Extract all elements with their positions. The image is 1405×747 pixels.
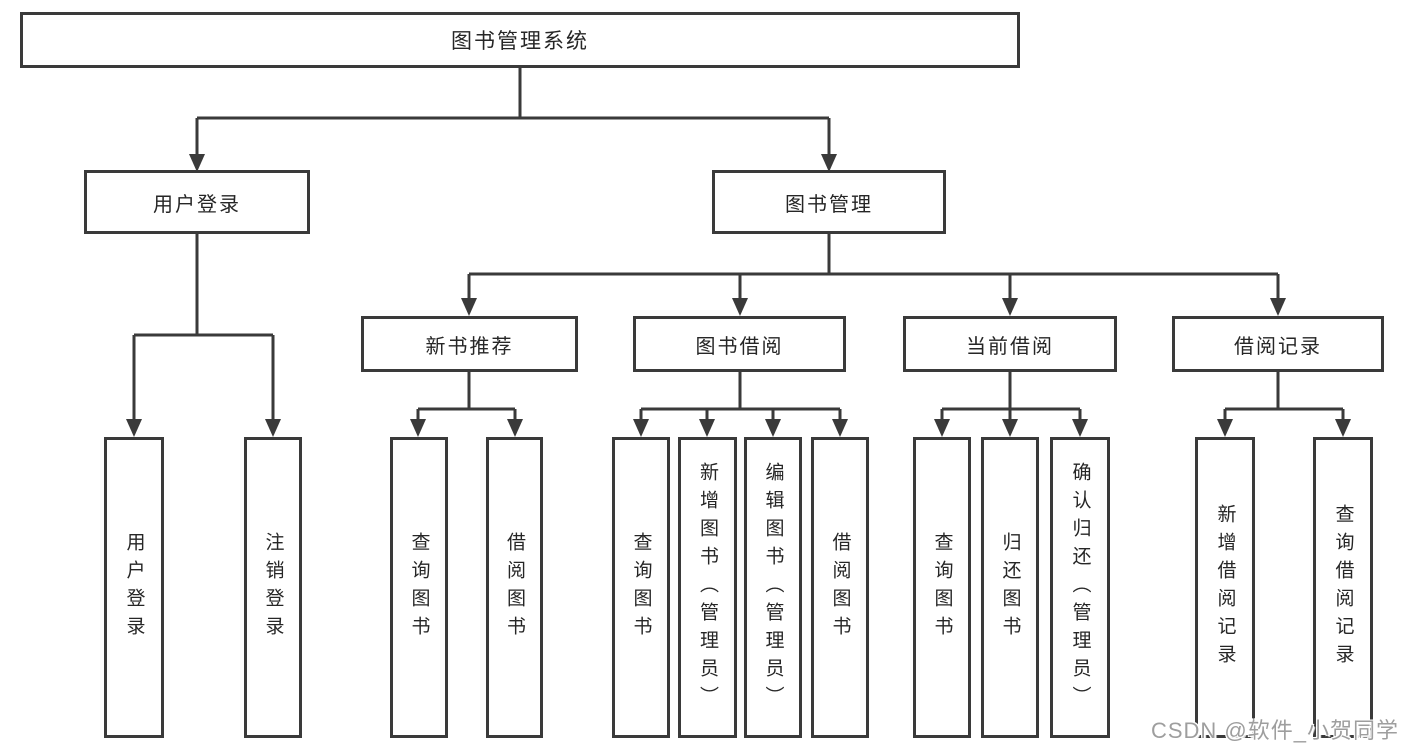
csdn-watermark: CSDN @软件_小贺同学: [1150, 718, 1399, 743]
node-label: 借阅图书: [504, 531, 525, 644]
arrowhead: [699, 419, 715, 437]
node-library-management-system: 图书管理系统: [20, 12, 1020, 68]
arrowhead: [832, 419, 848, 437]
node-borrowing-add-books-admin: 新增图书（管理员）: [678, 437, 737, 738]
node-label: 归还图书: [999, 531, 1021, 644]
node-label: 编辑图书（管理员）: [762, 461, 784, 714]
node-new-book-recommendation: 新书推荐: [361, 316, 578, 372]
node-newbooks-borrow-books: 借阅图书: [486, 437, 543, 738]
node-borrowing-borrow-books: 借阅图书: [811, 437, 869, 738]
node-current-query-books: 查询图书: [913, 437, 971, 738]
node-current-confirm-return-admin: 确认归还（管理员）: [1050, 437, 1110, 738]
node-label: 图书管理系统: [451, 30, 589, 53]
connector-bookmgmt-children: [467, 234, 1280, 300]
node-label: 查询借阅记录: [1332, 503, 1354, 672]
node-label: 用户登录: [123, 531, 145, 644]
node-label: 新书推荐: [425, 335, 514, 358]
connector-userlogin-children: [132, 234, 275, 421]
node-label: 新增图书（管理员）: [697, 461, 718, 714]
arrowhead: [1002, 419, 1018, 437]
node-current-return-books: 归还图书: [981, 437, 1039, 738]
node-borrowing-query-books: 查询图书: [612, 437, 670, 738]
node-label: 查询图书: [408, 531, 430, 644]
node-label: 图书管理: [785, 193, 873, 216]
node-label: 确认归还（管理员）: [1069, 461, 1091, 714]
node-label: 查询图书: [931, 531, 953, 644]
node-label: 注销登录: [262, 531, 284, 644]
arrowhead: [1217, 419, 1233, 437]
arrowhead: [507, 419, 523, 437]
node-newbooks-query-books: 查询图书: [390, 437, 448, 738]
connector-root-to-level2: [195, 68, 831, 156]
node-label: 图书借阅: [695, 335, 784, 358]
arrowhead: [934, 419, 950, 437]
connector-current-children: [940, 372, 1082, 421]
connector-borrowing-children: [639, 372, 842, 421]
connector-newbooks-children: [416, 372, 517, 421]
arrowhead: [410, 419, 426, 437]
node-borrowing-records: 借阅记录: [1172, 316, 1384, 372]
arrowhead: [1335, 419, 1351, 437]
node-label: 用户登录: [153, 193, 241, 216]
node-user-login: 用户登录: [84, 170, 310, 234]
arrowhead: [265, 419, 281, 437]
node-book-management: 图书管理: [712, 170, 946, 234]
arrowhead: [633, 419, 649, 437]
arrowhead: [732, 298, 748, 316]
node-book-borrowing: 图书借阅: [633, 316, 846, 372]
arrowhead: [1072, 419, 1088, 437]
arrowhead: [461, 298, 477, 316]
node-leaf-logout: 注销登录: [244, 437, 302, 738]
arrowhead: [1002, 298, 1018, 316]
node-label: 新增借阅记录: [1214, 503, 1236, 672]
node-borrowing-edit-books-admin: 编辑图书（管理员）: [744, 437, 802, 738]
node-records-add-record: 新增借阅记录: [1195, 437, 1255, 738]
node-label: 借阅记录: [1234, 335, 1322, 358]
arrowhead: [1270, 298, 1286, 316]
node-label: 当前借阅: [966, 335, 1054, 358]
arrowhead: [126, 419, 142, 437]
node-label: 借阅图书: [829, 531, 851, 644]
node-leaf-user-login: 用户登录: [104, 437, 164, 738]
arrowhead: [765, 419, 781, 437]
node-current-borrowing: 当前借阅: [903, 316, 1117, 372]
node-label: 查询图书: [630, 531, 652, 644]
node-records-query-record: 查询借阅记录: [1313, 437, 1373, 738]
connector-records-children: [1223, 372, 1345, 421]
